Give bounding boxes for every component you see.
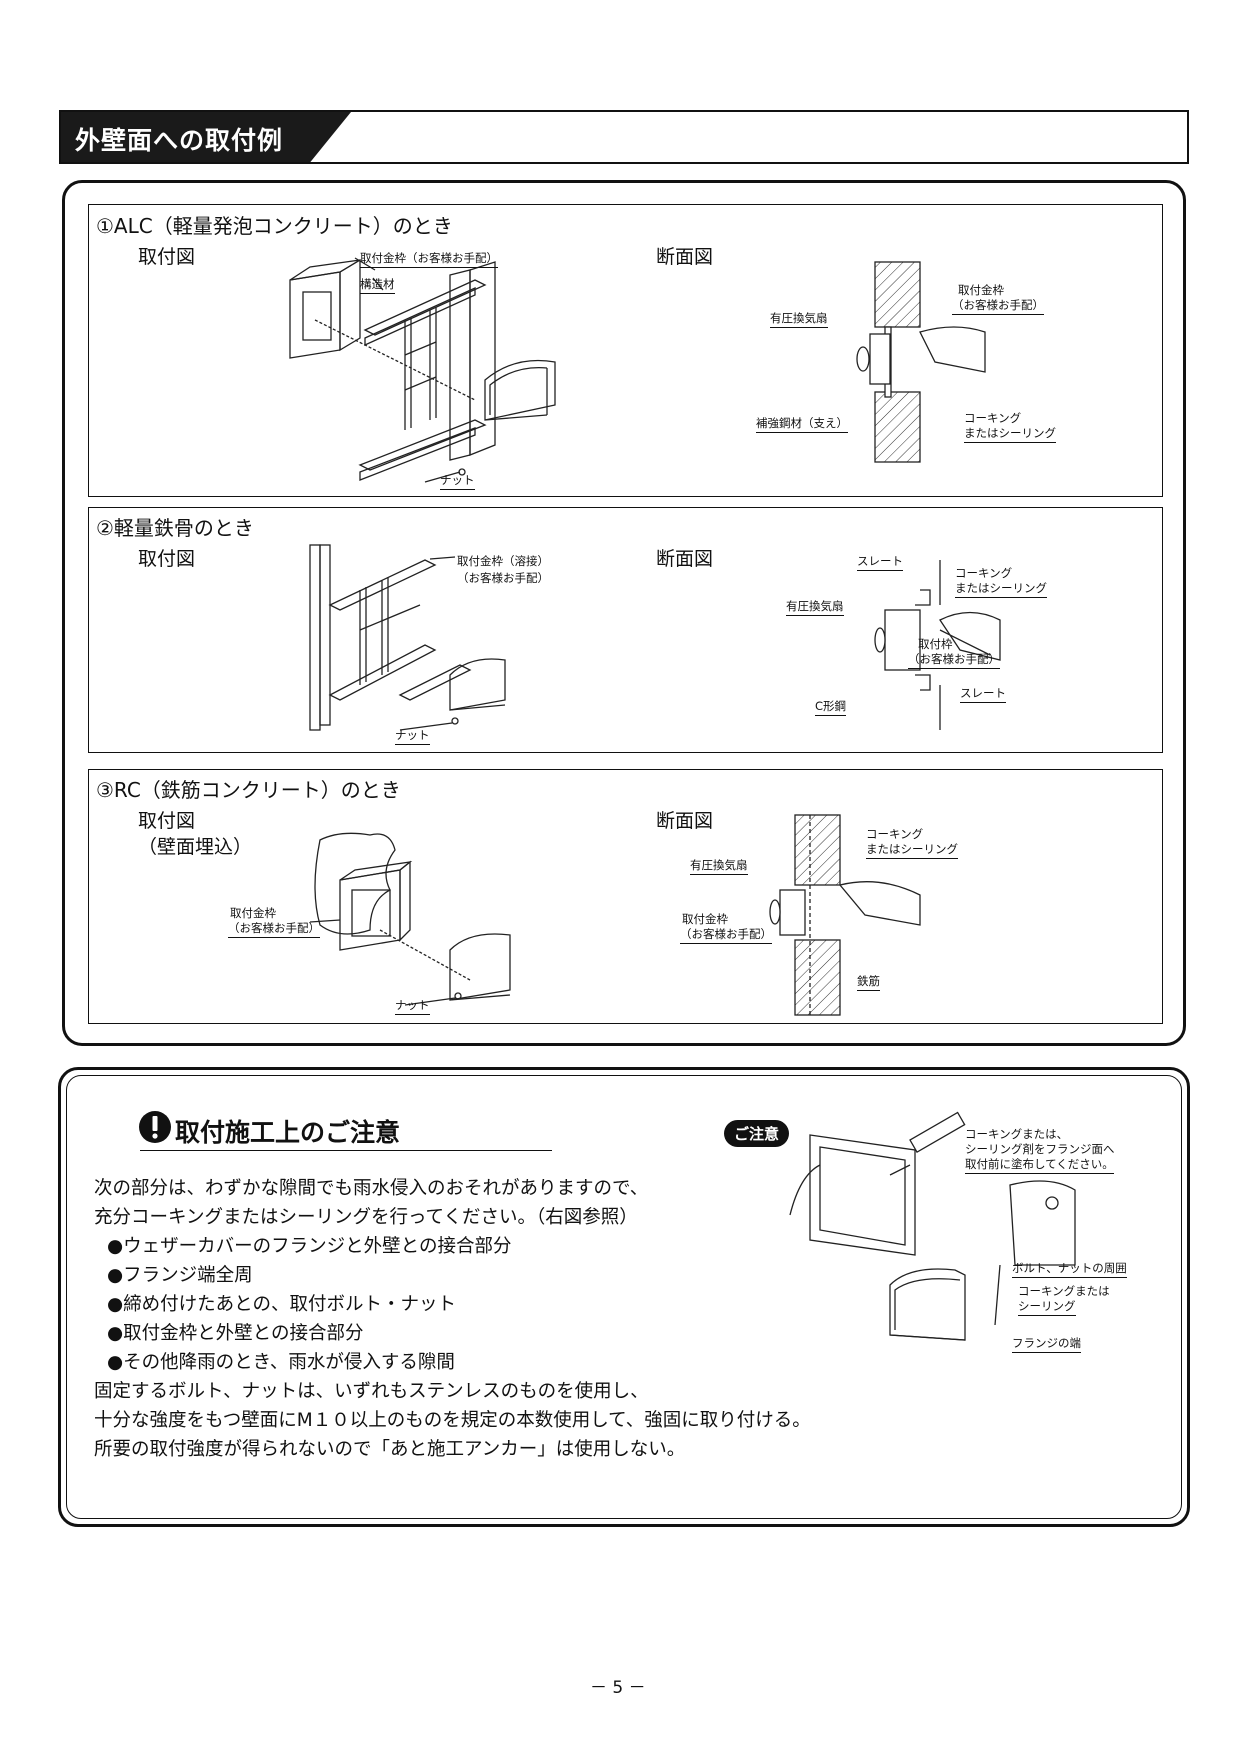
alc-sec-callout-seal: またはシーリング	[964, 425, 1056, 443]
rc-section-drawing	[769, 814, 921, 1016]
alc-section-drawing	[856, 261, 986, 463]
steel-sec-callout-seal: またはシーリング	[955, 580, 1047, 598]
rc-sec-callout-rebar: 鉄筋	[857, 973, 880, 991]
notes-heading: 取付施工上のご注意	[175, 1118, 401, 1147]
section-rc-section-label: 断面図	[656, 810, 714, 832]
rc-callout-frame-sub: （お客様お手配）	[228, 920, 320, 938]
alc-sec-callout-frame: 取付金枠	[958, 283, 1004, 297]
note-line-1: 次の部分は、わずかな隙間でも雨水侵入のおそれがありますので、	[94, 1178, 649, 1199]
section-alc-section-label: 断面図	[656, 246, 714, 268]
section-rc-install-label: 取付図	[138, 810, 196, 832]
note-bullet-4: ●取付金枠と外壁との接合部分	[107, 1323, 364, 1344]
alc-sec-callout-support: 補強鋼材（支え）	[756, 415, 848, 433]
rc-sec-callout-frame-sub: （お客様お手配）	[680, 926, 772, 944]
fig-callout-flange-edge: フランジの端	[1012, 1335, 1081, 1353]
notes-inner-frame	[66, 1075, 1182, 1519]
section-steel-section-label: 断面図	[656, 548, 714, 570]
steel-callout-frame: 取付金枠（溶接）	[457, 554, 549, 568]
alc-callout-nut: ナット	[440, 472, 475, 490]
rc-install-drawing	[309, 832, 511, 1006]
steel-sec-callout-slate-top: スレート	[857, 553, 903, 571]
note-bullet-3: ●締め付けたあとの、取付ボルト・ナット	[107, 1294, 456, 1315]
note-bullet-1: ●ウェザーカバーのフランジと外壁との接合部分	[107, 1236, 512, 1257]
examples-frame	[62, 180, 1186, 1046]
note-bullet-2: ●フランジ端全周	[107, 1265, 253, 1286]
steel-section-drawing	[874, 560, 1001, 730]
steel-callout-frame-sub: （お客様お手配）	[457, 571, 549, 585]
page-number: － 5 －	[590, 1678, 646, 1698]
note-line-4: 十分な強度をもつ壁面にM１０以上のものを規定の本数使用して、強固に取り付ける。	[94, 1410, 811, 1431]
rc-sec-callout-frame: 取付金枠	[682, 912, 728, 926]
steel-sec-callout-frame: 取付枠	[918, 637, 953, 651]
notes-frame	[58, 1067, 1190, 1527]
section-alc	[88, 204, 1163, 497]
alc-callout-structure: 構造材	[360, 276, 395, 294]
section-rc-install-sublabel: （壁面埋込）	[138, 836, 253, 858]
section-alc-install-label: 取付図	[138, 246, 196, 268]
section-rc	[88, 769, 1163, 1024]
warning-icon	[139, 1111, 171, 1143]
fig-callout-caulk-3: 取付前に塗布してください。	[965, 1156, 1114, 1174]
fig-callout-bolt: ボルト、ナットの周囲	[1012, 1260, 1127, 1278]
steel-sec-callout-frame-sub: （お客様お手配）	[908, 651, 1000, 669]
note-bullet-5: ●その他降雨のとき、雨水が侵入する隙間	[107, 1352, 455, 1373]
rc-callout-nut: ナット	[395, 997, 430, 1015]
header-black-tab	[61, 112, 351, 162]
header-title: 外壁面への取付例	[75, 126, 284, 155]
steel-sec-callout-slate-bottom: スレート	[960, 685, 1006, 703]
section-steel-title: ②軽量鉄骨のとき	[96, 516, 254, 540]
alc-callout-frame: 取付金枠（お客様お手配）	[360, 250, 498, 268]
rc-sec-callout-seal: またはシーリング	[866, 841, 958, 859]
alc-sec-callout-fan: 有圧換気扇	[770, 310, 828, 328]
section-rc-title: ③RC（鉄筋コンクリート）のとき	[96, 778, 401, 802]
rc-sec-callout-fan: 有圧換気扇	[690, 857, 748, 875]
steel-install-drawing	[309, 544, 506, 731]
fig-callout-caulk-1: コーキングまたは、	[965, 1127, 1069, 1141]
caution-badge: ご注意	[724, 1120, 790, 1147]
steel-sec-callout-fan: 有圧換気扇	[786, 598, 844, 616]
note-line-2: 充分コーキングまたはシーリングを行ってください。（右図参照）	[94, 1207, 638, 1228]
steel-sec-callout-cchannel: C形鋼	[815, 698, 847, 716]
fig-callout-caulk-2: シーリング剤をフランジ面へ	[965, 1142, 1115, 1156]
alc-sec-callout-caulk: コーキング	[964, 411, 1022, 425]
rc-callout-frame: 取付金枠	[230, 906, 276, 920]
section-alc-title: ①ALC（軽量発泡コンクリート）のとき	[96, 214, 453, 238]
steel-callout-nut: ナット	[395, 727, 430, 745]
section-steel-install-label: 取付図	[138, 548, 196, 570]
caulking-figure	[789, 1111, 1076, 1341]
section-header: 外壁面への取付例	[59, 110, 1189, 164]
note-line-3: 固定するボルト、ナットは、いずれもステンレスのものを使用し、	[94, 1381, 649, 1402]
alc-install-drawing	[289, 257, 556, 483]
rc-sec-callout-caulk: コーキング	[866, 827, 924, 841]
alc-sec-callout-frame-sub: （お客様お手配）	[952, 297, 1044, 315]
notes-heading-underline	[140, 1150, 552, 1151]
fig-callout-sealing: シーリング	[1018, 1298, 1076, 1316]
steel-sec-callout-caulk: コーキング	[955, 566, 1013, 580]
fig-callout-caulk-or: コーキングまたは	[1018, 1284, 1110, 1298]
note-line-5: 所要の取付強度が得られないので「あと施工アンカー」は使用しない。	[94, 1439, 686, 1460]
